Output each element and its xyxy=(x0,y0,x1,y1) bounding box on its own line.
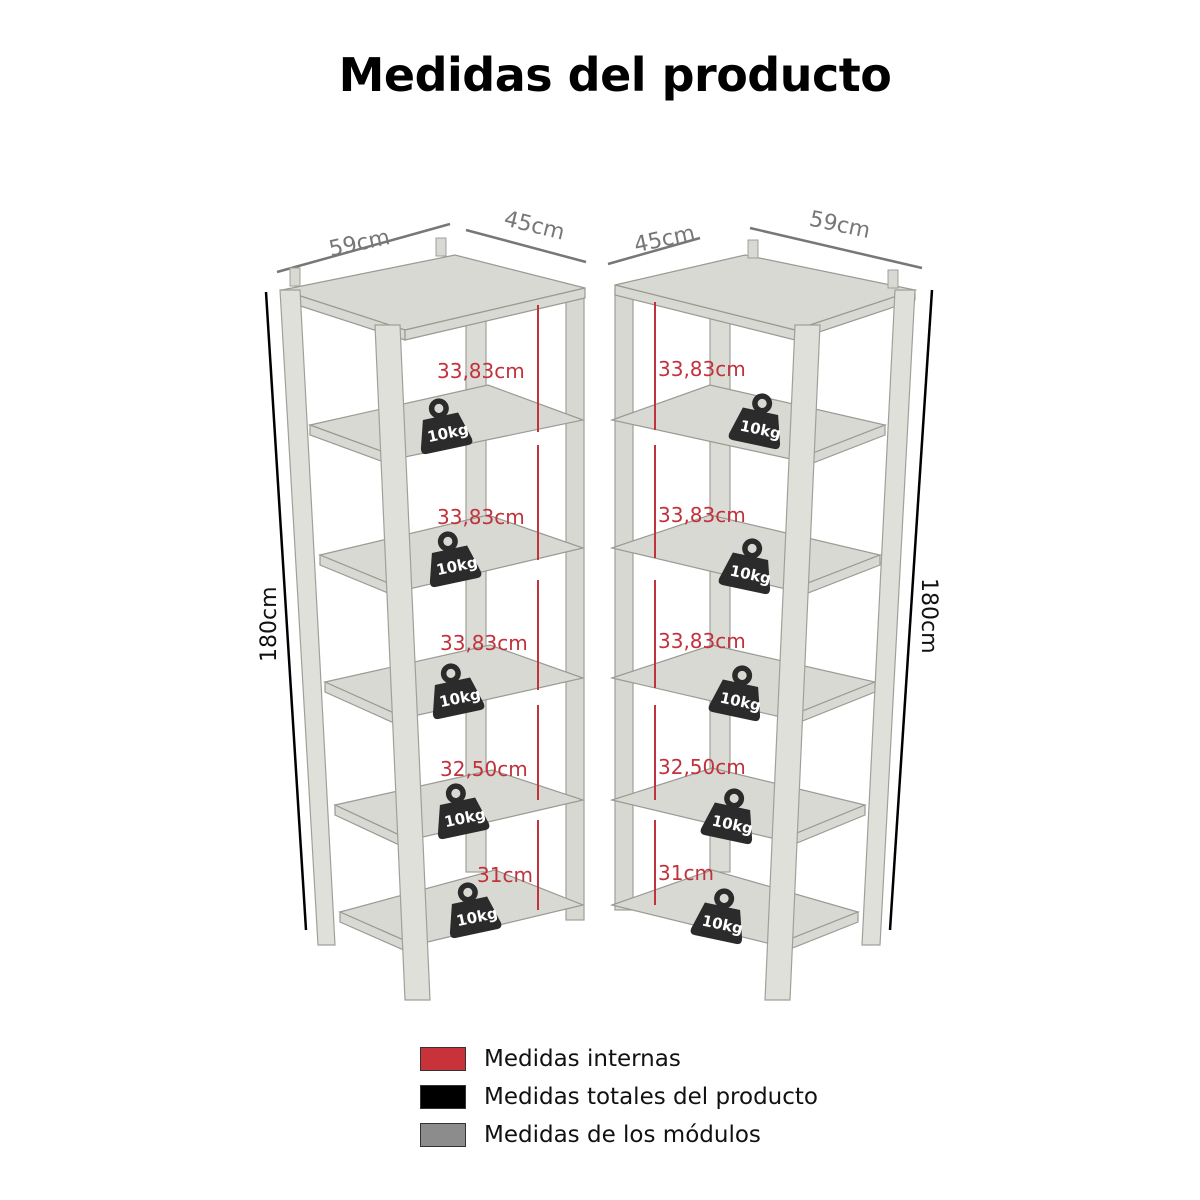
right-width-label: 59cm xyxy=(807,207,872,244)
page-title: Medidas del producto xyxy=(338,48,892,102)
legend-item-modules: Medidas de los módulos xyxy=(420,1116,818,1154)
legend-label: Medidas internas xyxy=(484,1046,681,1072)
left-internal-height-1: 33,83cm xyxy=(437,359,525,383)
legend-label: Medidas totales del producto xyxy=(484,1084,818,1110)
right-width-dim-line xyxy=(749,226,923,270)
weight-icon: 10kg xyxy=(420,526,483,588)
right-total-height-line xyxy=(888,289,934,931)
right-internal-height-4: 32,50cm xyxy=(658,755,746,779)
legend-item-internal: Medidas internas xyxy=(420,1040,818,1078)
left-internal-height-3: 33,83cm xyxy=(440,631,528,655)
right-shelving-unit: 45cm 59cm 180cm xyxy=(607,207,941,1001)
left-internal-height-4: 32,50cm xyxy=(440,757,528,781)
weight-icon: 10kg xyxy=(428,778,491,840)
right-internal-height-2: 33,83cm xyxy=(658,503,746,527)
right-internal-height-3: 33,83cm xyxy=(658,629,746,653)
left-depth-label: 45cm xyxy=(501,207,567,246)
left-width-label: 59cm xyxy=(327,225,392,262)
legend-item-total: Medidas totales del producto xyxy=(420,1078,818,1116)
left-width-dim-line xyxy=(276,222,451,274)
left-internal-height-2: 33,83cm xyxy=(437,505,525,529)
right-internal-height-5: 31cm xyxy=(658,861,714,885)
legend-swatch-grey xyxy=(420,1123,466,1147)
right-depth-label: 45cm xyxy=(632,221,697,258)
left-internal-height-5: 31cm xyxy=(477,863,533,887)
weight-icon: 10kg xyxy=(727,388,790,450)
left-total-height-line xyxy=(264,291,308,931)
weight-icon: 10kg xyxy=(699,783,762,845)
weight-icon: 10kg xyxy=(411,393,474,455)
left-shelving-unit: 59cm 45cm 180cm xyxy=(257,207,587,1001)
legend-label: Medidas de los módulos xyxy=(484,1122,761,1148)
left-height-label: 180cm xyxy=(257,586,282,662)
left-depth-dim-line xyxy=(465,228,587,264)
weight-icon: 10kg xyxy=(689,883,752,945)
legend: Medidas internas Medidas totales del pro… xyxy=(420,1040,818,1154)
legend-swatch-red xyxy=(420,1047,466,1071)
legend-swatch-black xyxy=(420,1085,466,1109)
right-height-label: 180cm xyxy=(916,578,941,654)
weight-icon: 10kg xyxy=(440,877,503,939)
weight-icon: 10kg xyxy=(423,658,486,720)
right-depth-dim-line xyxy=(607,236,701,266)
right-internal-height-1: 33,83cm xyxy=(658,357,746,381)
weight-icon: 10kg xyxy=(707,660,770,722)
weight-icon: 10kg xyxy=(717,533,780,595)
